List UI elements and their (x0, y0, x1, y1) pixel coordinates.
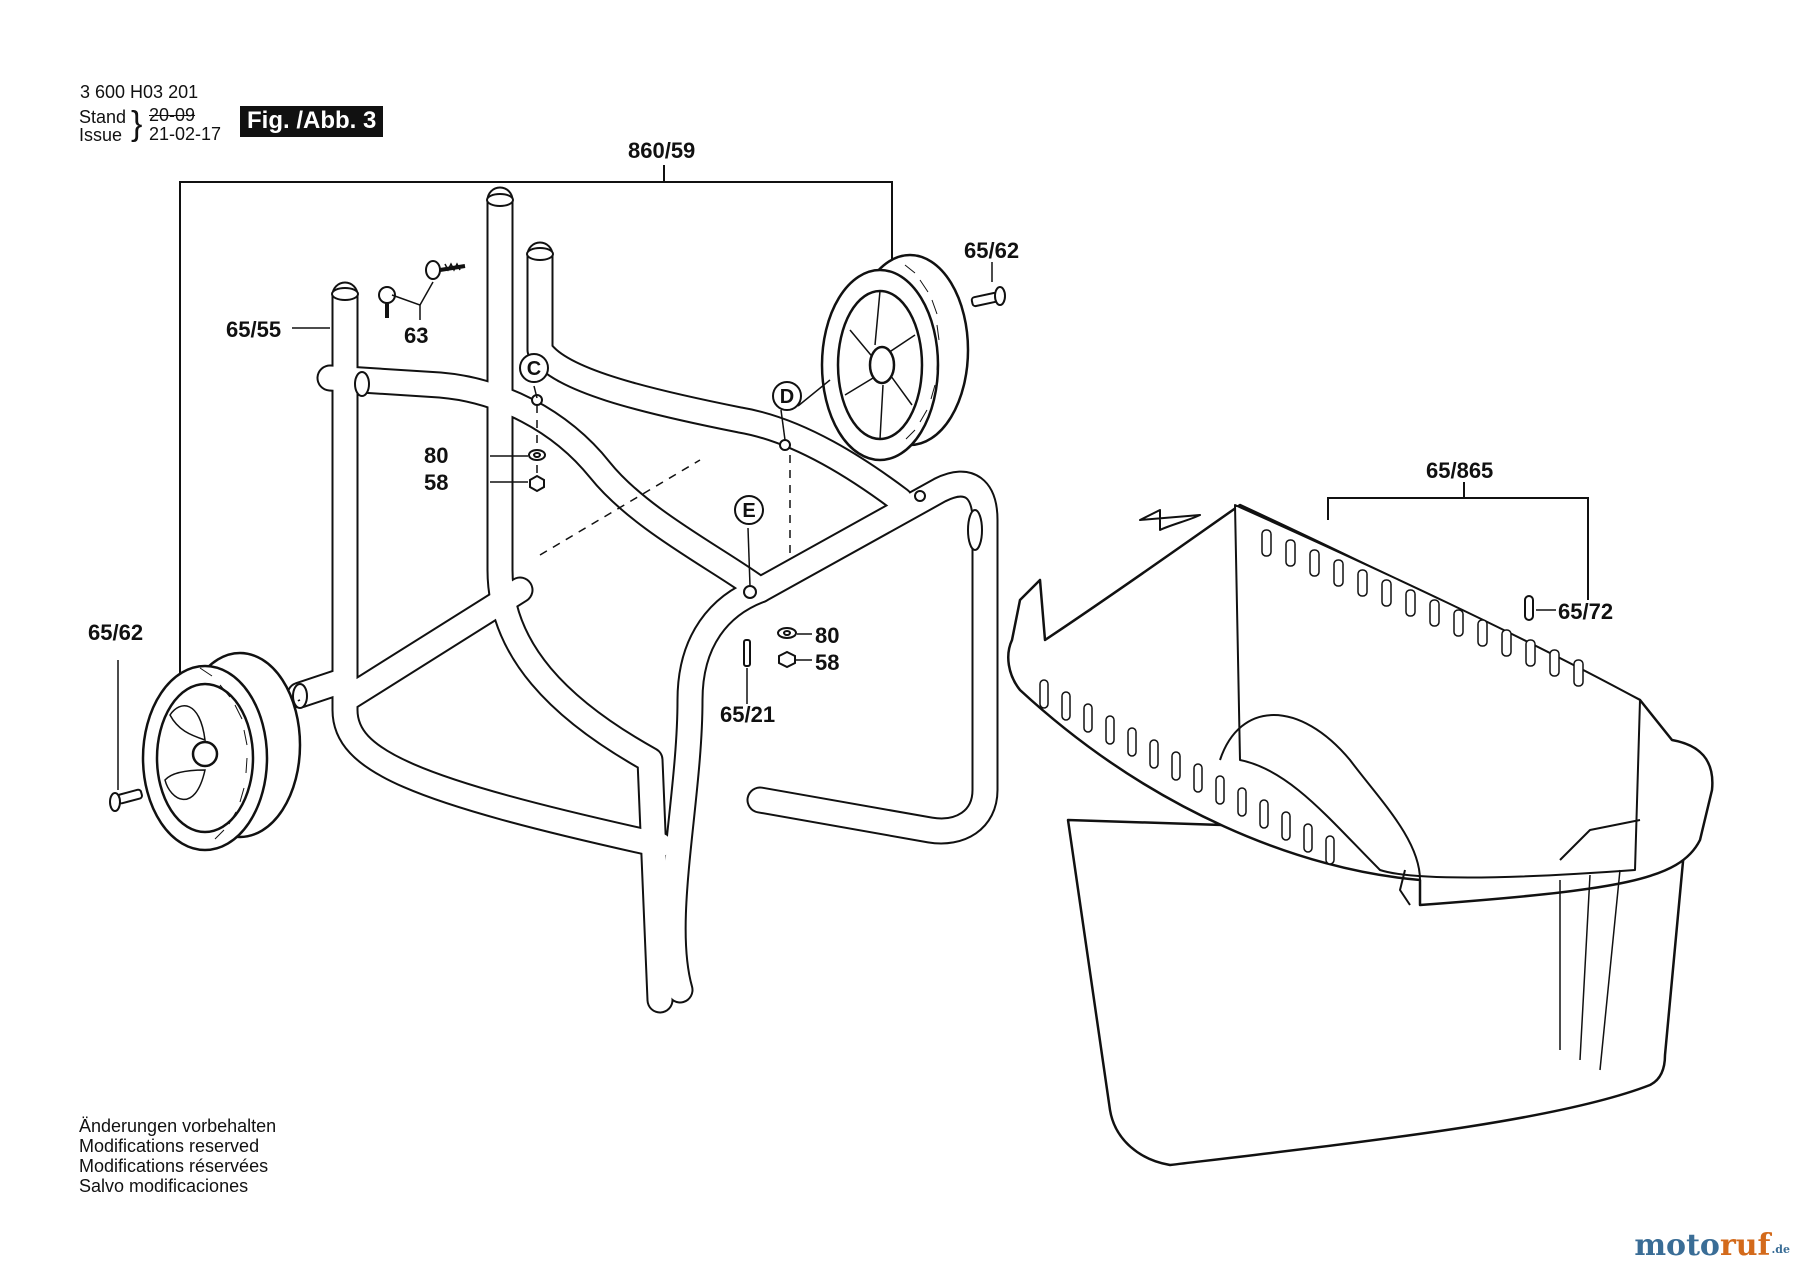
hardware-wheel-screw-right (970, 262, 1006, 308)
brand-name-b: ruf (1719, 1228, 1771, 1263)
collection-bin (1007, 503, 1714, 1167)
label-frame-assembly: 860/59 (628, 138, 695, 163)
note-en: Modifications reserved (79, 1136, 260, 1156)
wheel-right (820, 253, 970, 462)
callout-c: C (519, 353, 549, 383)
label-nut-left: 58 (424, 470, 448, 495)
hardware-screw-set (378, 260, 466, 320)
brand-suffix: .de (1771, 1243, 1790, 1256)
figure-label: Fig. /Abb. 3 (240, 106, 384, 137)
note-fr: Modifications réservées (79, 1156, 269, 1176)
leader-lines (292, 327, 786, 704)
hardware-wheel-screw-left (109, 660, 143, 812)
svg-text:D: D (780, 386, 794, 408)
wheel-left (141, 651, 302, 852)
bin-vent-slots-front (1039, 679, 1335, 865)
issue-date: 21-02-17 (149, 124, 222, 144)
hardware-left-stack (490, 449, 546, 493)
svg-text:E: E (742, 500, 755, 522)
cart-frame (286, 186, 999, 1014)
part-number: 3 600 H03 201 (80, 82, 199, 102)
label-pin: 65/72 (1558, 599, 1613, 624)
label-post: 65/55 (226, 317, 281, 342)
note-de: Änderungen vorbehalten (79, 1116, 277, 1136)
retaining-pin-icon (1524, 595, 1534, 621)
svg-text:C: C (527, 358, 541, 380)
label-wheel-right: 65/62 (964, 238, 1019, 263)
bin-bracket (1327, 482, 1589, 600)
label-screw-set: 63 (404, 323, 428, 348)
assembly-bracket (179, 165, 893, 760)
label-wheel-left: 65/62 (88, 620, 143, 645)
label-bin: 65/865 (1426, 458, 1493, 483)
label-nut-right: 58 (815, 650, 839, 675)
issue-label: Issue (79, 125, 123, 145)
callout-d: D (772, 381, 802, 411)
brand-name-a: moto (1634, 1228, 1720, 1263)
bin-vent-slots-top (1261, 529, 1584, 687)
label-washer-right: 80 (815, 623, 839, 648)
brand-logo: motoruf.de (1634, 1228, 1790, 1263)
label-washer-left: 80 (424, 443, 448, 468)
modification-notes: Änderungen vorbehalten Modifications res… (79, 1116, 276, 1196)
note-es: Salvo modificaciones (79, 1176, 249, 1196)
brace-icon: } (131, 105, 143, 143)
hardware-right-stack (743, 627, 812, 696)
label-bolt: 65/21 (720, 702, 775, 727)
callout-e: E (734, 495, 764, 525)
stand-label: Stand (79, 107, 127, 127)
stand-date: 20-09 (149, 105, 196, 125)
